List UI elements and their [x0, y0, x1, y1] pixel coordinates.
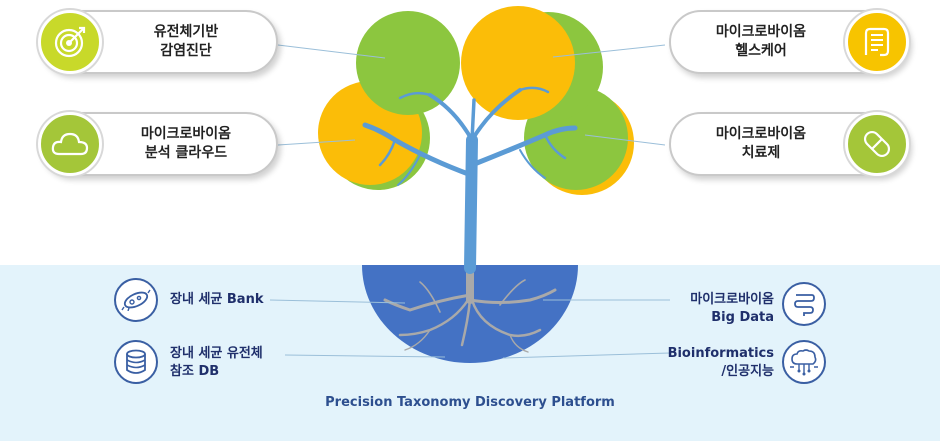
database-icon	[114, 340, 158, 384]
root-bowl	[362, 265, 578, 363]
pill-microbiome-cloud-line1: 마이크로바이옴	[140, 126, 232, 142]
root-genome-db-line1: 장내 세균 유전체	[170, 346, 263, 361]
connector-lines	[269, 44, 671, 359]
platform-title: Precision Taxonomy Discovery Platform	[325, 395, 615, 410]
root-gut-bank-label: 장내 세균 Bank	[170, 292, 264, 307]
pill-microbiome-cloud: 마이크로바이옴 분석 클라우드	[38, 112, 278, 176]
pill-microbiome-therapy-line1: 마이크로바이옴	[715, 126, 807, 142]
pill-genome-diagnosis-line2: 감염진단	[160, 43, 212, 59]
target-icon	[38, 10, 102, 74]
root-big-data-line1: 마이크로바이옴	[690, 292, 774, 307]
pill-microbiome-healthcare-line1: 마이크로바이옴	[715, 24, 807, 40]
intestine-icon	[845, 10, 909, 74]
brain-circuit-icon	[782, 340, 826, 384]
root-genome-db-label: 장내 세균 유전체 참조 DB	[170, 345, 263, 381]
pill-genome-diagnosis: 유전체기반 감염진단	[38, 10, 278, 74]
pill-genome-diagnosis-line1: 유전체기반	[153, 24, 219, 40]
gut-icon	[782, 282, 826, 326]
root-bioinformatics-line2: /인공지능	[721, 364, 774, 379]
root-big-data-label: 마이크로바이옴 Big Data	[690, 291, 774, 327]
pill-icon	[845, 112, 909, 176]
root-bioinformatics-line1: Bioinformatics	[667, 346, 774, 361]
root-big-data-line2: Big Data	[711, 310, 774, 325]
root-genome-db-line2: 참조 DB	[170, 364, 220, 379]
pill-microbiome-therapy-line2: 치료제	[741, 145, 781, 161]
pill-microbiome-healthcare-line2: 헬스케어	[735, 43, 787, 59]
root-bioinformatics-label: Bioinformatics /인공지능	[668, 345, 774, 381]
bacteria-icon	[114, 278, 158, 322]
pill-microbiome-therapy: 마이크로바이옴 치료제	[669, 112, 909, 176]
pill-microbiome-healthcare: 마이크로바이옴 헬스케어	[669, 10, 909, 74]
roots	[383, 264, 557, 353]
trunk	[362, 86, 578, 274]
pill-microbiome-cloud-line2: 분석 클라우드	[144, 145, 228, 161]
cloud-icon	[38, 112, 102, 176]
